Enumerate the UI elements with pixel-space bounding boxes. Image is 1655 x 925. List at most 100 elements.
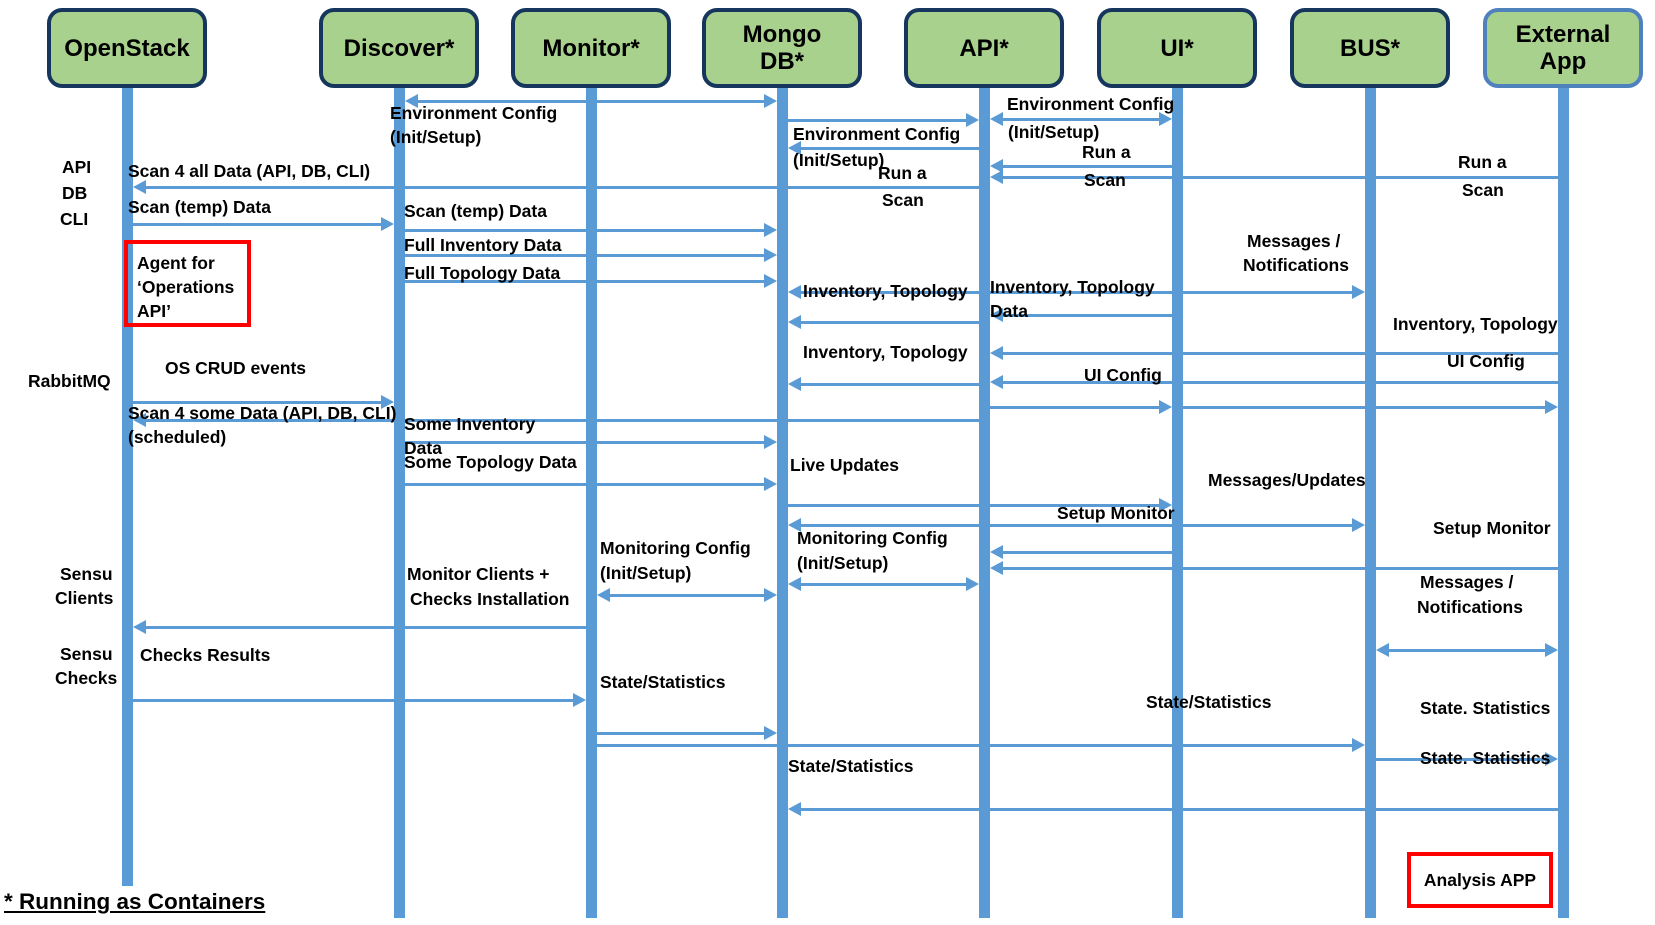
checks-results-label: Checks Results (140, 645, 271, 665)
actor-label: BUS* (1339, 34, 1400, 62)
run-a-scan-label-ui-b: Scan (1084, 170, 1126, 190)
monitoring-config-label-1b: (Init/Setup) (600, 563, 692, 583)
actor-box-api: API* (904, 8, 1064, 88)
ui-config-label-api: UI Config (1084, 365, 1162, 385)
note-text-line: Agent for (137, 253, 215, 273)
sensu-clients-label-b: Clients (55, 588, 114, 608)
message-arrow-state-statistics-monitor-bus (596, 744, 1355, 747)
message-arrow-setup-monitor-external-api (999, 567, 1558, 570)
full-topology-data-label: Full Topology Data (404, 263, 561, 283)
messages-notifications-label-2b: Notifications (1417, 597, 1523, 617)
arrowhead-right-env-config-discover-mongodb (763, 94, 777, 108)
actor-box-bus: BUS* (1290, 8, 1450, 88)
arrowhead-right-state-statistics-monitor-mongodb (763, 726, 777, 740)
actor-box-monitor: Monitor* (511, 8, 671, 88)
note-text-line: ‘Operations (137, 277, 235, 297)
monitoring-config-label-2a: Monitoring Config (797, 528, 948, 548)
state-statistics-label-3: State. Statistics (1420, 698, 1551, 718)
lifeline-openstack (121, 88, 133, 886)
run-a-scan-label-ui-a: Run a (1082, 142, 1131, 162)
message-arrow-inventory-topology-api-mongodb (797, 321, 979, 324)
actor-label: API* (959, 34, 1009, 62)
scan-4-some-data-label-a: Scan 4 some Data (API, DB, CLI) (128, 403, 397, 423)
full-inventory-data-label: Full Inventory Data (404, 235, 562, 255)
message-arrow-scan-4-all-data-api-openstack (142, 186, 979, 189)
lifeline-mongo-db (776, 88, 788, 918)
some-inventory-data-label-a: Some Inventory (404, 414, 536, 434)
agent-note: Agent for‘Operations API’ (124, 240, 251, 327)
message-arrow-state-statistics-external-mongodb (797, 808, 1558, 811)
side-label-db: DB (62, 183, 88, 203)
sensu-clients-label-a: Sensu (60, 564, 113, 584)
arrowhead-left-scan-4-some-data-api-openstack (132, 413, 146, 427)
lifeline-monitor (585, 88, 597, 918)
message-arrow-messages-notifications-bus-external (1385, 649, 1548, 652)
lifeline-api (978, 88, 990, 918)
scan-4-some-data-label-b: (scheduled) (128, 427, 227, 447)
arrowhead-right-os-crud-events-arrow (380, 395, 394, 409)
run-a-scan-label-api-a: Run a (878, 163, 927, 183)
inventory-topology-label-1: Inventory, Topology (803, 281, 968, 301)
lifeline-external-app (1557, 88, 1569, 918)
scan-temp-data-label-2: Scan (temp) Data (404, 201, 547, 221)
message-arrow-scan-4-some-data-api-openstack (142, 419, 979, 422)
arrowhead-left-env-config-api-ui (989, 112, 1003, 126)
message-arrow-some-inventory-data-arrow (404, 441, 767, 444)
run-a-scan-label-ext-a: Run a (1458, 152, 1507, 172)
message-arrow-ui-config-external-api (999, 381, 1558, 384)
scan-temp-data-label-1: Scan (temp) Data (128, 197, 271, 217)
monitoring-config-label-1a: Monitoring Config (600, 538, 751, 558)
arrowhead-left-inventory-topology-api-mongodb-2 (787, 377, 801, 391)
arrowhead-right-monitoring-config-mongodb-api (965, 577, 979, 591)
arrowhead-right-state-statistics-monitor-bus (1351, 738, 1365, 752)
state-statistics-label-1: State/Statistics (600, 672, 726, 692)
message-arrow-env-config-mongodb-api-req (787, 119, 969, 122)
messages-updates-label: Messages/Updates (1208, 470, 1366, 490)
env-config-label-3b: (Init/Setup) (1008, 122, 1100, 142)
actor-label: Monitor* (542, 34, 640, 62)
os-crud-events-label: OS CRUD events (165, 358, 307, 378)
arrowhead-left-monitoring-config-mongodb-api (787, 577, 801, 591)
monitor-clients-label-a: Monitor Clients + (407, 564, 550, 584)
setup-monitor-label-ext: Setup Monitor (1433, 518, 1551, 538)
analysis-app-note: Analysis APP (1407, 852, 1553, 908)
message-arrow-state-statistics-bus-external (1375, 758, 1548, 761)
arrowhead-left-run-a-scan-ui-api (989, 159, 1003, 173)
messages-notifications-label-1a: Messages / (1247, 231, 1341, 251)
message-arrow-monitoring-config-mongodb-api (797, 583, 969, 586)
lifeline-discover (393, 88, 405, 918)
state-statistics-label-2: State/Statistics (1146, 692, 1272, 712)
note-text-line: Analysis APP (1423, 870, 1537, 890)
arrowhead-right-messages-notifications-bus-external (1544, 643, 1558, 657)
arrowhead-left-ui-config-external-api (989, 375, 1003, 389)
message-arrow-os-crud-events-arrow (132, 401, 384, 404)
monitor-clients-label-b: Checks Installation (410, 589, 570, 609)
message-arrow-messages-updates-mongodb-bus (797, 524, 1355, 527)
message-arrow-env-config-api-ui (999, 118, 1162, 121)
message-arrow-state-statistics-monitor-mongodb (596, 732, 767, 735)
sensu-checks-label-a: Sensu (60, 644, 113, 664)
arrowhead-right-ui-config-ui-external (1544, 400, 1558, 414)
lifeline-ui (1171, 88, 1183, 918)
arrowhead-right-some-inventory-data-arrow (763, 435, 777, 449)
lifeline-bus (1364, 88, 1376, 918)
arrowhead-right-env-config-api-ui (1158, 112, 1172, 126)
run-a-scan-label-ext-b: Scan (1462, 180, 1504, 200)
side-label-api: API (62, 157, 92, 177)
actor-box-openstack: OpenStack (47, 8, 207, 88)
rabbitmq-label: RabbitMQ (28, 371, 111, 391)
message-arrow-full-topology-data-arrow (404, 280, 767, 283)
run-a-scan-label-api-b: Scan (882, 190, 924, 210)
message-arrow-run-a-scan-external-api (999, 176, 1558, 179)
scan-4-all-data-label: Scan 4 all Data (API, DB, CLI) (128, 161, 371, 181)
arrowhead-left-monitor-clients-monitor-openstack (132, 620, 146, 634)
monitoring-config-label-2b: (Init/Setup) (797, 553, 889, 573)
arrowhead-left-inventory-topology-data-ui-api (989, 308, 1003, 322)
env-config-label-3a: Environment Config (1007, 94, 1175, 114)
inventory-topology-data-label-b: Data (990, 301, 1028, 321)
arrowhead-right-state-statistics-bus-external (1544, 752, 1558, 766)
arrowhead-right-monitoring-config-monitor-mongodb (763, 588, 777, 602)
message-arrow-monitoring-config-monitor-mongodb (606, 594, 767, 597)
